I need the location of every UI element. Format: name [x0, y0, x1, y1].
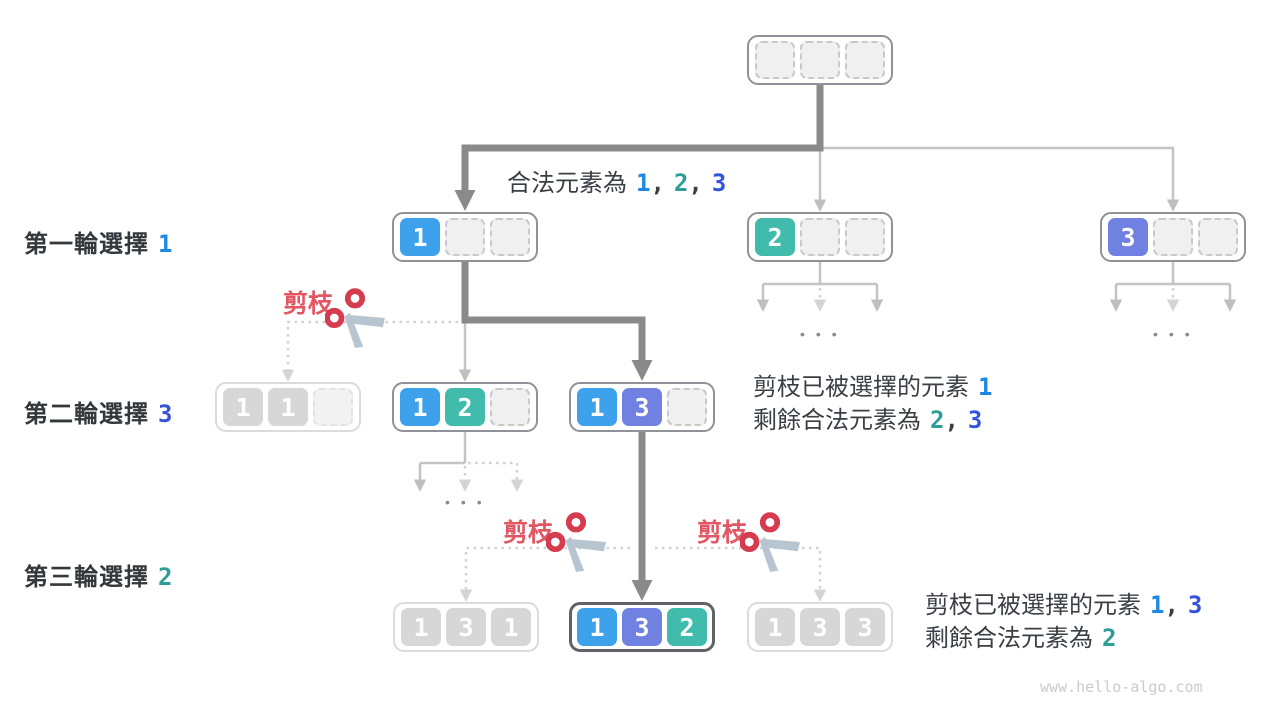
dotted-edges	[281, 288, 1180, 602]
level3-line1-prefix: 剪枝已被選擇的元素	[925, 592, 1141, 619]
cell-empty	[1198, 218, 1238, 256]
edge-root-to-choice3	[820, 146, 1180, 212]
dark-edges	[454, 85, 824, 601]
cell: 3	[622, 608, 662, 646]
cell: 1	[401, 608, 441, 646]
cell: 2	[667, 608, 707, 646]
comma: ,	[688, 169, 703, 197]
prune-label-2: 剪枝	[503, 519, 554, 547]
comma: ,	[944, 406, 959, 434]
cell-empty	[800, 218, 840, 256]
node-path-1-1-pruned: 1 1	[215, 382, 361, 432]
valid-n3: 3	[711, 169, 727, 197]
node-choice-3: 3	[1100, 212, 1246, 262]
node-choice-2: 2	[747, 212, 893, 262]
scissors-icon	[546, 512, 606, 572]
level2-note-line2: 剩餘合法元素為 2, 3	[753, 404, 992, 437]
round-3-label: 第三輪選擇 2	[24, 557, 173, 592]
cell: 2	[445, 388, 485, 426]
round-2-value: 3	[158, 400, 174, 428]
prune-label-1: 剪枝	[283, 290, 334, 318]
cell: 1	[400, 388, 440, 426]
cell-empty	[490, 218, 530, 256]
round-1-text: 第一輪選擇	[24, 231, 149, 258]
edge-pruned-to-path11	[281, 320, 458, 382]
cell-empty	[667, 388, 707, 426]
cell-empty	[800, 41, 840, 79]
valid-n1: 1	[636, 169, 651, 197]
valid-elements-prefix: 合法元素為	[507, 170, 627, 197]
cell: 1	[400, 218, 440, 256]
level2-prune-note: 剪枝已被選擇的元素 1 剩餘合法元素為 2, 3	[753, 371, 992, 437]
level2-line2-prefix: 剩餘合法元素為	[753, 407, 921, 434]
ellipsis: •••	[445, 494, 493, 510]
cell-empty	[1153, 218, 1193, 256]
cell: 3	[800, 608, 840, 646]
round-2-label: 第二輪選擇 3	[24, 394, 173, 429]
ellipsis: •••	[1153, 326, 1201, 342]
prune-label-3: 剪枝	[697, 519, 748, 547]
cell: 1	[577, 608, 617, 646]
node-choice-1: 1	[392, 212, 538, 262]
cell-empty	[845, 218, 885, 256]
node-path-1-3-1-pruned: 1 3 1	[393, 602, 539, 652]
cell: 3	[446, 608, 486, 646]
round-1-label: 第一輪選擇 1	[24, 224, 173, 259]
node-path-1-3-3-pruned: 1 3 3	[747, 602, 893, 652]
level3-line1-n2: 3	[1187, 591, 1203, 619]
level3-prune-note: 剪枝已被選擇的元素 1, 3 剩餘合法元素為 2	[925, 589, 1202, 655]
cell: 1	[755, 608, 795, 646]
round-3-value: 2	[158, 563, 174, 591]
cell-empty	[445, 218, 485, 256]
cell-empty	[313, 388, 353, 426]
cell-empty	[845, 41, 885, 79]
light-edges	[413, 146, 1237, 492]
node-root	[747, 35, 893, 85]
level3-line1-n1: 1	[1150, 591, 1165, 619]
level2-line2-n1: 2	[930, 406, 945, 434]
cell: 3	[845, 608, 885, 646]
fan-path12-right-dotted	[468, 461, 524, 492]
level3-line2-n1: 2	[1102, 624, 1117, 652]
edge-root-to-choice1	[454, 85, 824, 211]
level2-note-line1: 剪枝已被選擇的元素 1	[753, 371, 992, 404]
cell: 3	[622, 388, 662, 426]
level2-line1-n1: 1	[978, 373, 993, 401]
valid-n2: 2	[673, 169, 689, 197]
cell: 3	[1108, 218, 1148, 256]
watermark: www.hello-algo.com	[1040, 678, 1203, 696]
ellipsis: •••	[800, 326, 848, 342]
level2-line1-prefix: 剪枝已被選擇的元素	[753, 374, 969, 401]
round-3-text: 第三輪選擇	[24, 564, 149, 591]
node-path-1-2: 1 2	[392, 382, 538, 432]
round-1-value: 1	[158, 230, 174, 258]
node-path-1-3-2-current: 1 3 2	[569, 602, 715, 652]
cell: 2	[755, 218, 795, 256]
cell: 1	[268, 388, 308, 426]
level3-line2-prefix: 剩餘合法元素為	[925, 625, 1093, 652]
cell: 1	[223, 388, 263, 426]
edge-choice1-to-path13	[461, 262, 653, 381]
cell: 1	[491, 608, 531, 646]
scissors-icon	[740, 512, 800, 572]
scissors-icon	[325, 288, 385, 348]
comma: ,	[650, 169, 665, 197]
level3-note-line2: 剩餘合法元素為 2	[925, 622, 1202, 655]
cell: 1	[577, 388, 617, 426]
level3-note-line1: 剪枝已被選擇的元素 1, 3	[925, 589, 1202, 622]
cell-empty	[490, 388, 530, 426]
round-2-text: 第二輪選擇	[24, 401, 149, 428]
cell-empty	[755, 41, 795, 79]
level2-line2-n2: 3	[967, 406, 983, 434]
comma: ,	[1164, 591, 1179, 619]
node-path-1-3: 1 3	[569, 382, 715, 432]
